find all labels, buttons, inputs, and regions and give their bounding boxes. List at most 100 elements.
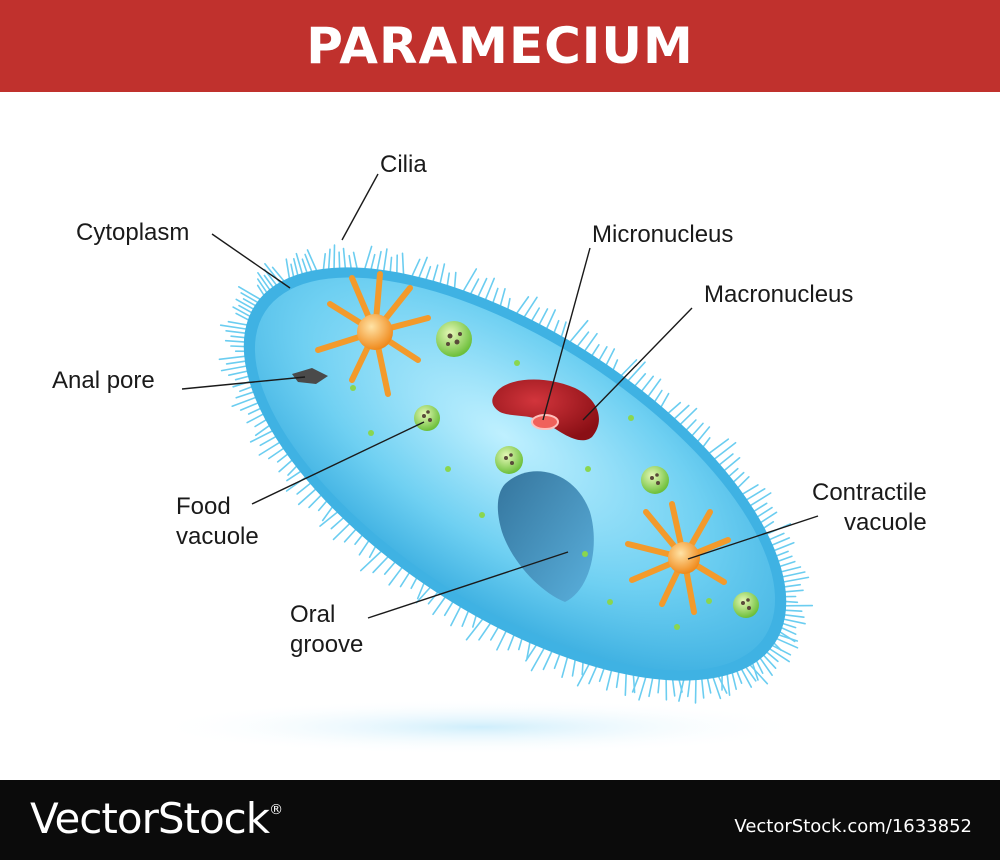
food-vacuole [414,405,440,431]
ground-shadow [150,699,810,755]
leader-micronucleus [542,247,591,421]
oral-groove [497,471,594,602]
contractile-vacuole-lower-core [668,542,700,574]
stock-id: VectorStock.com/1633852 [734,816,972,837]
cilium [605,666,614,691]
food-vacuole [733,592,759,618]
cilium [238,286,264,302]
cilium [777,566,802,574]
cilium [257,272,273,294]
diagram-stage: Cilia Cytoplasm Anal pore Food vacuole M… [0,92,1000,780]
cilium [416,256,428,282]
cilium [258,439,284,456]
food-vacuole [495,446,523,474]
cilium [778,571,806,579]
cilium [757,654,773,677]
contractile-vacuole-upper-core [357,314,393,350]
label-anal-pore: Anal pore [52,366,155,396]
footer-bar: VectorStock® VectorStock.com/1633852 [0,780,1000,860]
food-vacuole [641,466,669,494]
cilium [618,359,638,379]
cilium [711,673,722,700]
cilium [743,487,766,503]
page-title: PARAMECIUM [306,17,694,75]
food-vacuole [436,321,472,357]
cilium [372,553,392,574]
label-macronucleus: Macronucleus [704,280,853,310]
cilium [576,660,592,687]
cilium [382,248,388,275]
cilium [567,319,589,346]
cilium [530,644,547,672]
cilium [746,492,772,509]
cilium [561,653,570,679]
cilium [306,249,319,275]
cilium [726,670,731,697]
cilium [249,428,276,443]
registered-mark: ® [269,802,283,818]
cilium [739,665,753,688]
cilium [581,332,598,355]
leader-cytoplasm [211,233,291,289]
cilium [297,486,319,506]
label-anal-pore-text: Anal pore [52,367,155,394]
cilium [779,576,810,584]
cilium [218,355,249,361]
label-contractile-vacuole-line2: vacuole [843,509,927,536]
cilium [677,407,698,428]
cilium [770,541,795,553]
cilium [231,395,260,408]
anal-pore [292,368,328,384]
micronucleus [531,414,559,430]
label-micronucleus-text: Micronucleus [592,221,734,248]
leader-cilia [341,173,379,241]
label-contractile-vacuole-line1: Contractile [812,479,927,506]
title-bar: PARAMECIUM [0,0,1000,92]
cilium [747,661,769,685]
label-food-vacuole-line2: vacuole [176,523,259,550]
brand-name: VectorStock [30,794,270,843]
cilium [220,364,251,372]
cilium [264,263,283,287]
label-micronucleus: Micronucleus [592,220,733,250]
cilium [625,361,646,385]
leader-macronucleus [582,307,693,421]
leader-lines [181,173,819,619]
label-cilia-text: Cilia [380,151,427,178]
cilium [694,675,697,704]
cilium [483,277,496,304]
label-macronucleus-text: Macronucleus [704,281,854,308]
cilium [705,438,730,457]
cilium [721,456,741,474]
cilium [772,636,799,649]
cilium [766,646,791,663]
leader-contractile-vacuole [687,515,819,560]
food-vacuoles [350,321,759,630]
cilium [285,474,309,492]
cilium [342,247,347,272]
label-oral-groove: Oral groove [290,600,363,660]
cilium [219,324,251,331]
cilium [359,548,385,572]
label-food-vacuole: Food vacuole [176,492,259,552]
cilium [624,669,628,697]
brand-logo[interactable]: VectorStock® [30,794,283,843]
label-oral-groove-line1: Oral [290,601,336,628]
label-cytoplasm-text: Cytoplasm [76,219,190,246]
leader-anal-pore [181,376,306,390]
label-cilia: Cilia [380,150,427,180]
label-oral-groove-line2: groove [290,631,364,658]
cilium [496,627,509,651]
leader-food-vacuole [251,421,425,505]
cilium [645,378,662,400]
cilium [388,563,405,586]
cilium [332,520,353,541]
cilium [450,602,463,627]
cilium [779,617,806,625]
cilium [295,252,304,278]
cilium [319,509,341,527]
cilium [711,441,737,462]
cilium [432,593,449,616]
cilium [465,615,486,641]
cilium [363,245,373,273]
